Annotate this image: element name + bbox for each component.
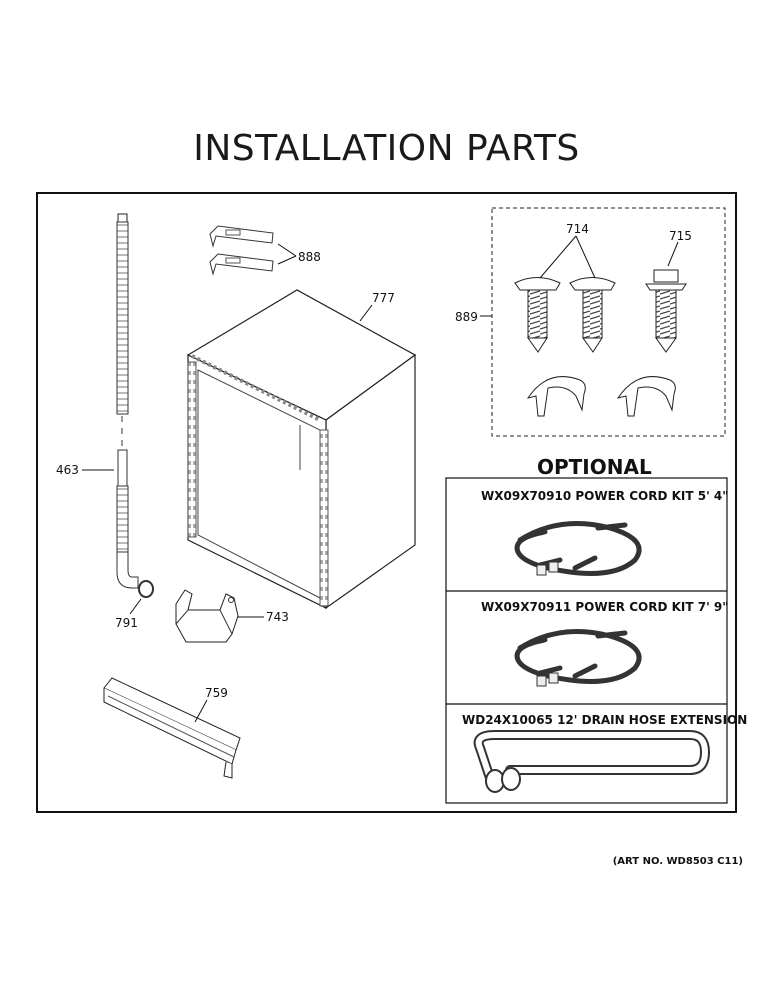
optional-heading: OPTIONAL — [537, 455, 652, 479]
page-title: INSTALLATION PARTS — [193, 128, 580, 169]
part-714-screw — [514, 277, 561, 353]
clip-icon — [526, 376, 586, 417]
part-777-insulation-blanket — [186, 289, 417, 610]
power-cord-icon — [514, 521, 642, 576]
wire-nut-icon — [536, 675, 547, 687]
part-743-mounting-bracket — [175, 589, 239, 643]
wire-nut-icon — [536, 564, 547, 576]
kit-2-name: WX09X70911 POWER CORD KIT 7' 9" — [481, 600, 729, 614]
label-463: 463 — [56, 463, 79, 477]
label-714: 714 — [566, 222, 589, 236]
part-889-hardware-box — [491, 207, 726, 437]
part-888-brackets — [209, 225, 274, 276]
outer-frame — [36, 192, 737, 813]
label-889: 889 — [455, 310, 478, 324]
label-715: 715 — [669, 229, 692, 243]
part-715-hex-screw — [645, 269, 687, 353]
label-743: 743 — [266, 610, 289, 624]
part-759-toe-kick — [103, 677, 241, 779]
wire-nut-icon — [548, 561, 559, 573]
clip-icon — [616, 376, 676, 417]
power-cord-icon — [514, 629, 642, 684]
part-714-screw — [569, 277, 616, 353]
optional-kits-box — [445, 477, 728, 804]
label-888: 888 — [298, 250, 321, 264]
kit-3-name: WD24X10065 12' DRAIN HOSE EXTENSION — [462, 713, 747, 727]
drain-hose-icon — [473, 730, 711, 793]
wire-nut-icon — [548, 672, 559, 684]
label-759: 759 — [205, 686, 228, 700]
water-supply-hose — [116, 213, 139, 589]
part-791-washer — [138, 580, 154, 598]
art-number: (ART NO. WD8503 C11) — [612, 856, 743, 867]
label-791: 791 — [115, 616, 138, 630]
label-777: 777 — [372, 291, 395, 305]
kit-1-name: WX09X70910 POWER CORD KIT 5' 4" — [481, 489, 729, 503]
